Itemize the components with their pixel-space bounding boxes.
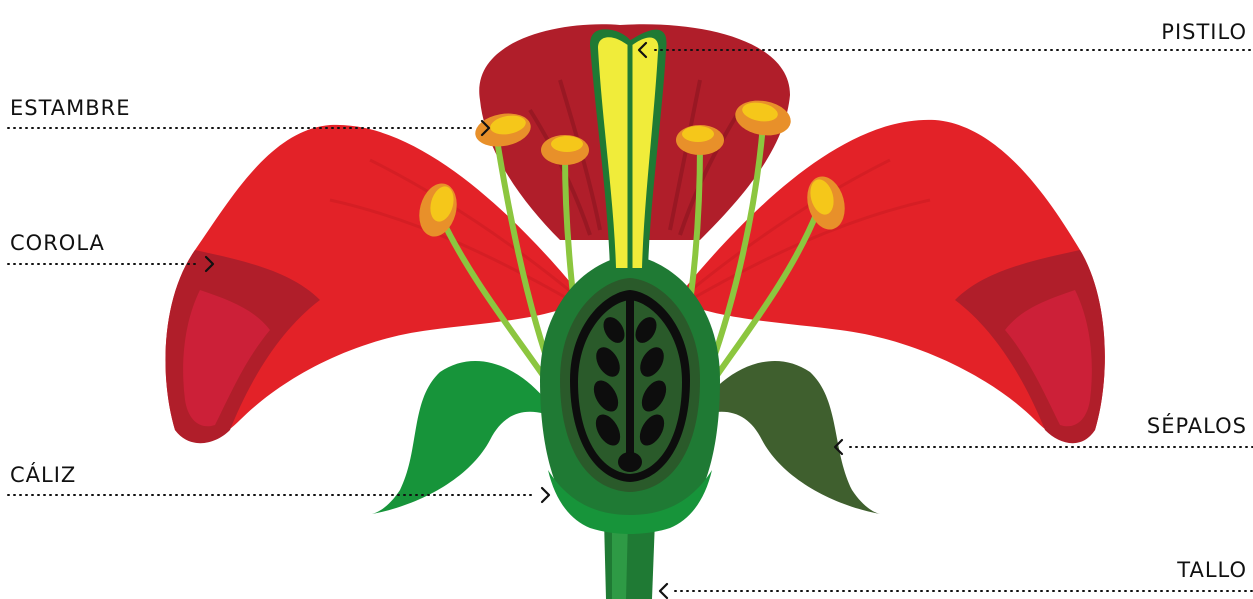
caliz-arrowhead — [542, 488, 549, 502]
tallo-arrowhead — [660, 584, 667, 598]
pistilo-label: PISTILO — [1161, 22, 1247, 43]
caliz-label: CÁLIZ — [10, 465, 76, 486]
estambre-label: ESTAMBRE — [10, 98, 131, 119]
left-sepal — [372, 361, 560, 514]
corola-label: COROLA — [10, 233, 105, 254]
sepalos-label: SÉPALOS — [1147, 416, 1247, 437]
tallo-label: TALLO — [1177, 560, 1247, 581]
